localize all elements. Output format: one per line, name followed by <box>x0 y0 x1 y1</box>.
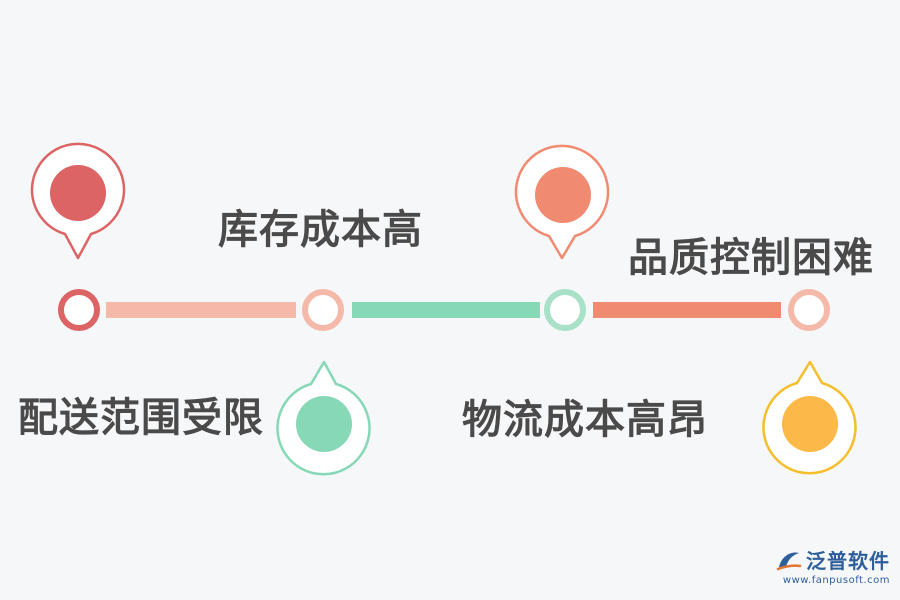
logo-name: 泛普软件 <box>806 549 890 573</box>
pin-marker-3 <box>514 144 610 260</box>
pin-dot-2 <box>296 396 352 452</box>
item-label-4: 物流成本高昂 <box>462 397 708 443</box>
bar-segment-1 <box>106 302 296 318</box>
timeline-node-4 <box>788 289 830 331</box>
timeline-node-3 <box>544 289 586 331</box>
brand-logo: 泛普软件 www.fanpusoft.com <box>776 545 890 586</box>
pin-marker-4 <box>762 360 857 475</box>
pin-dot-1 <box>50 165 106 221</box>
item-label-1: 库存成本高 <box>218 207 423 253</box>
bar-segment-2 <box>352 302 540 318</box>
timeline-node-2 <box>302 289 344 331</box>
logo-url: www.fanpusoft.com <box>782 575 890 586</box>
item-label-2: 配送范围受限 <box>18 395 264 441</box>
pin-dot-3 <box>535 167 591 223</box>
pin-marker-2 <box>276 360 371 476</box>
timeline-node-1 <box>58 289 100 331</box>
item-label-3: 品质控制困难 <box>628 235 874 281</box>
pin-dot-4 <box>782 396 838 452</box>
bar-segment-3 <box>593 302 781 318</box>
logo-icon <box>776 552 802 570</box>
pin-marker-1 <box>30 142 126 260</box>
